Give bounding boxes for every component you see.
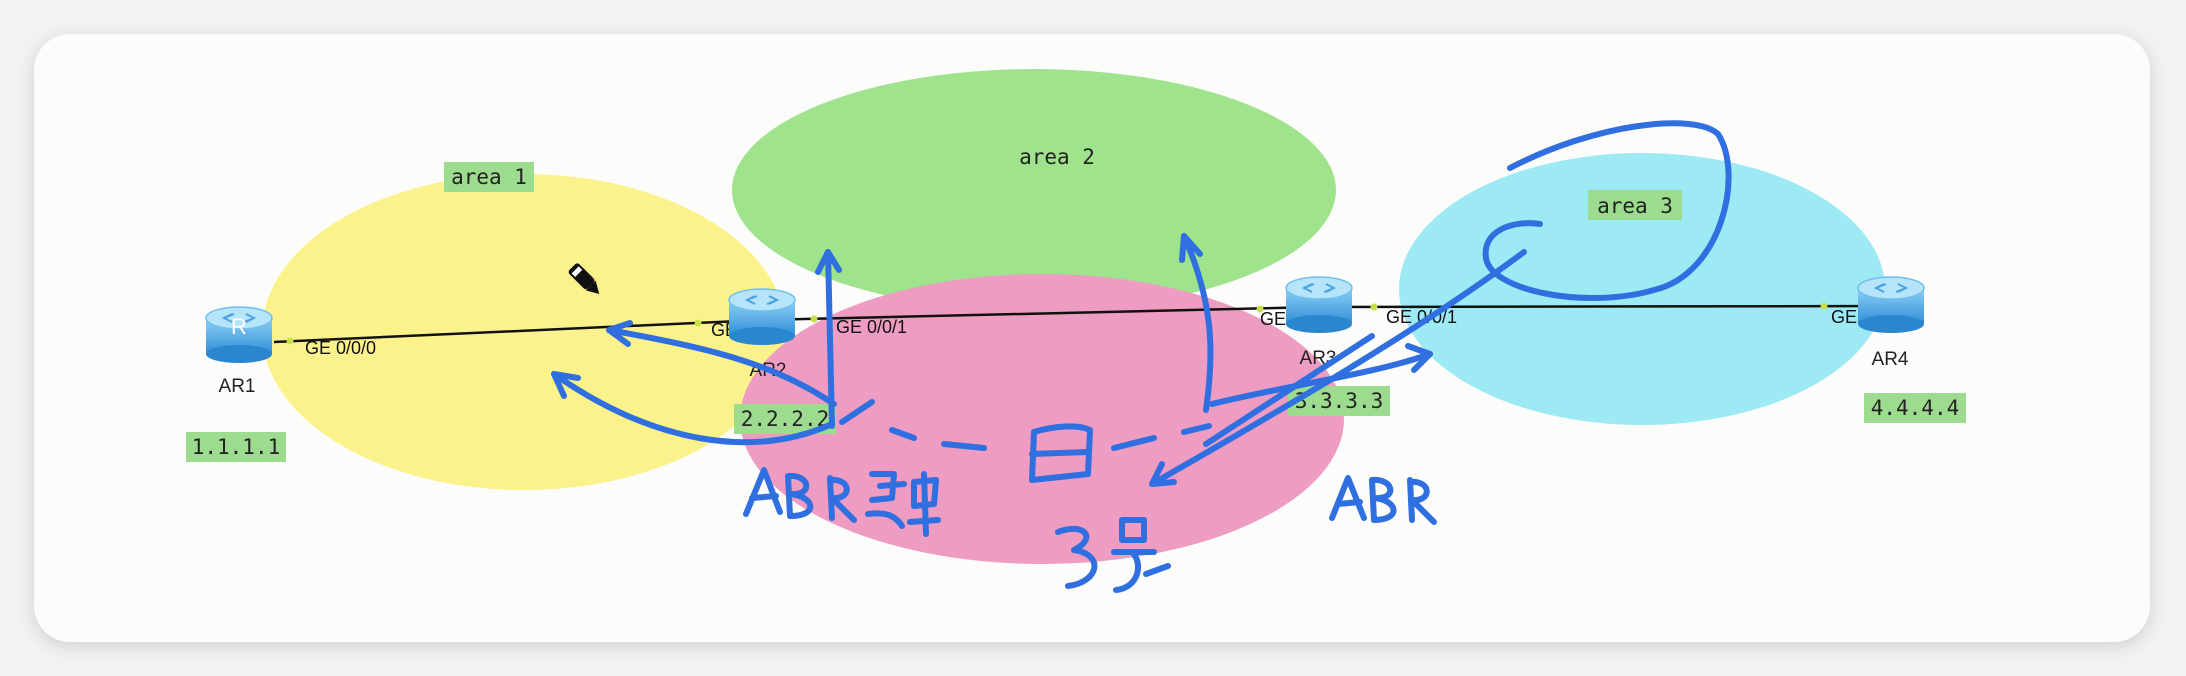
link-ar2-ar3: [761, 305, 1321, 322]
ink-arrow-up-ar2: [825, 249, 835, 429]
port-dot: [1820, 302, 1828, 310]
router-ar1[interactable]: R: [205, 306, 273, 364]
ink-3hao: [1055, 517, 1171, 593]
port-dot: [1256, 305, 1264, 313]
router-ar2-id: 2.2.2.2: [741, 407, 830, 431]
ink-abr-right: [1329, 475, 1437, 525]
topology-canvas: area 1 area 2 area 3 GE 0/0/0 GE 0/0/0 G…: [34, 34, 2150, 642]
port-dot: [286, 337, 294, 345]
area-1-label-bg: [444, 162, 534, 192]
area-1-zone: [262, 174, 786, 490]
ospf-area-diagram: area 1 area 2 area 3 GE 0/0/0 GE 0/0/0 G…: [186, 69, 1966, 593]
router-ar4-id: 4.4.4.4: [1871, 396, 1960, 420]
ink-qiang-left: [865, 471, 941, 537]
ink-arrow-left: [606, 327, 837, 407]
link-ar3-ar4: [1319, 304, 1895, 309]
link-ar1-ar2: [273, 318, 763, 344]
ar2-g1-interface-label: GE 0/0/1: [836, 317, 907, 337]
ink-diagonal: [1149, 249, 1527, 487]
router-ar1-id: 1.1.1.1: [192, 435, 281, 459]
area-3-label: area 3: [1597, 194, 1673, 218]
router-ar4[interactable]: [1857, 276, 1925, 334]
port-dot: [694, 319, 702, 327]
ink-loop-area3: [1482, 120, 1732, 301]
router-ar1-id-bg: [186, 432, 286, 462]
ar1-interface-label: GE 0/0/0: [305, 338, 376, 358]
ink-arc-left: [551, 371, 835, 446]
router-ar4-id-bg: [1864, 393, 1966, 423]
router-ar3[interactable]: [1285, 276, 1353, 334]
pen-cursor-icon: [568, 263, 600, 294]
router-ar4-name: AR4: [1872, 349, 1909, 370]
router-icon-glyph: R: [231, 314, 247, 339]
area-3-label-bg: [1588, 190, 1682, 220]
area-1-label: area 1: [451, 165, 527, 189]
router-ar1-name: AR1: [219, 376, 256, 397]
port-dot: [810, 315, 818, 323]
router-ar2[interactable]: [728, 288, 796, 346]
handwritten-annotations: [551, 120, 1732, 593]
ink-arrow-up-ar3: [1181, 233, 1214, 413]
ink-dashed-line: [889, 423, 1212, 451]
port-dot: [1370, 303, 1378, 311]
router-ar3-id-bg: [1288, 386, 1390, 416]
area-2-label: area 2: [1019, 145, 1095, 169]
ink-abr-left: [743, 467, 857, 523]
ink-box-mark: [1029, 423, 1093, 483]
